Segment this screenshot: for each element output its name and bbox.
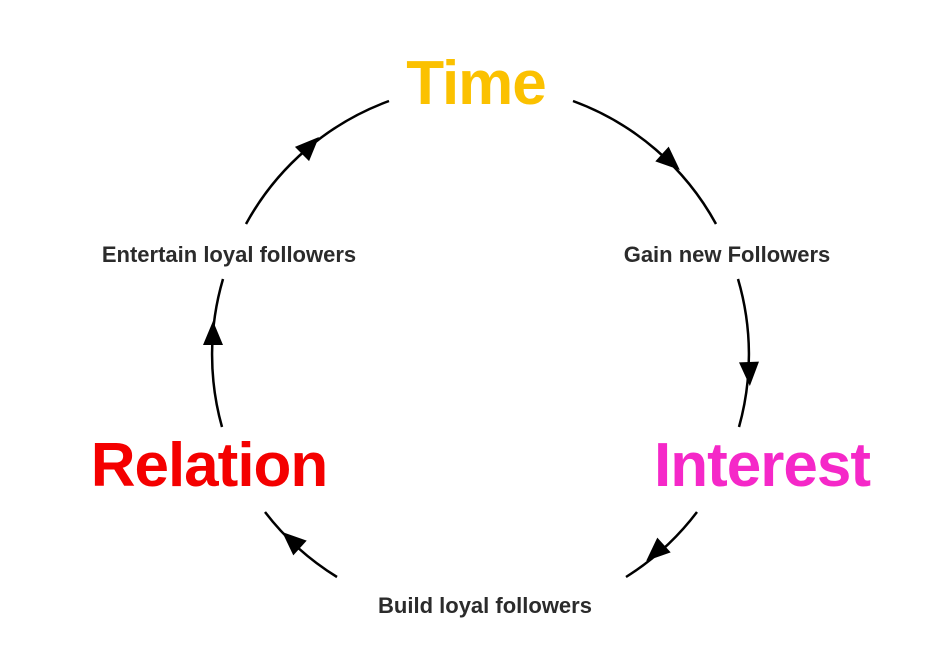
- node-interest: Interest: [654, 431, 871, 500]
- arc-gain-to-interest: [736, 278, 751, 428]
- arrowhead-interest-to-build: [646, 537, 671, 562]
- edge-label-gain-new-followers: Gain new Followers: [623, 242, 831, 267]
- node-time: Time: [406, 49, 547, 118]
- edge-label-build-loyal-followers: Build loyal followers: [378, 593, 592, 618]
- arc-time-to-gain: [572, 99, 718, 225]
- arrowhead-entertain-to-time: [294, 137, 319, 162]
- arrowhead-time-to-gain: [655, 146, 680, 171]
- arrowhead-relation-to-entertain: [203, 321, 223, 345]
- arrowhead-build-to-relation: [282, 531, 307, 556]
- edge-label-entertain-loyal-followers: Entertain loyal followers: [101, 242, 357, 267]
- arc-relation-to-entertain: [210, 278, 225, 428]
- arc-entertain-to-time: [244, 99, 390, 225]
- arrowhead-gain-to-interest: [739, 361, 759, 386]
- node-relation: Relation: [90, 431, 329, 500]
